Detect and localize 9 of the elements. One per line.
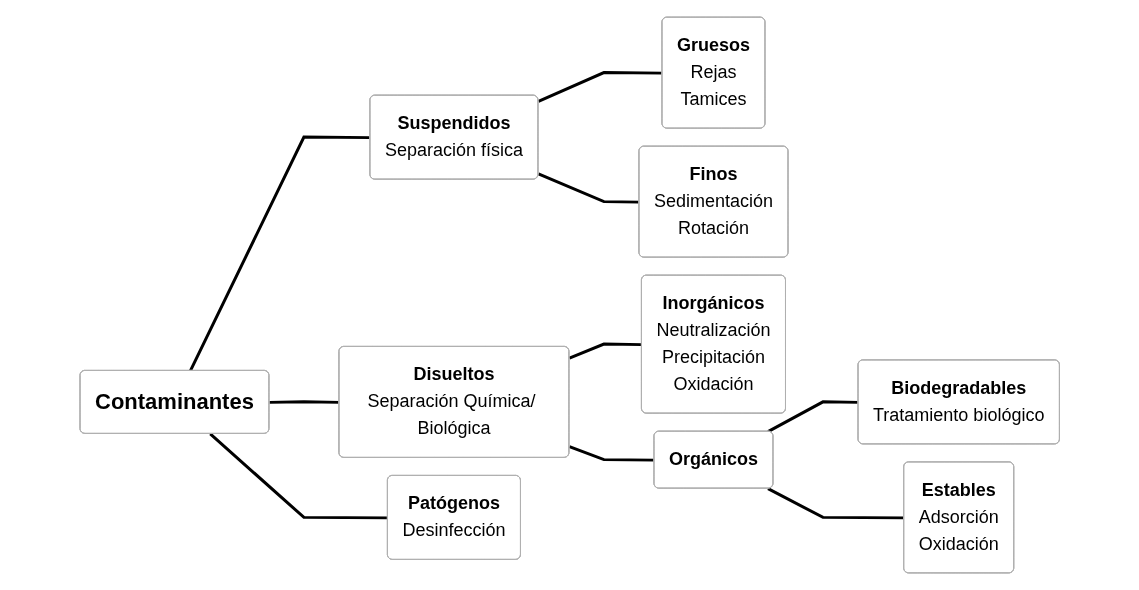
connector xyxy=(269,400,340,404)
connector xyxy=(767,487,904,520)
connector xyxy=(209,432,388,520)
connector xyxy=(537,172,640,204)
connector xyxy=(537,71,663,103)
connector xyxy=(767,400,859,433)
connector xyxy=(568,342,642,360)
connector xyxy=(568,445,655,462)
connector xyxy=(188,135,371,372)
